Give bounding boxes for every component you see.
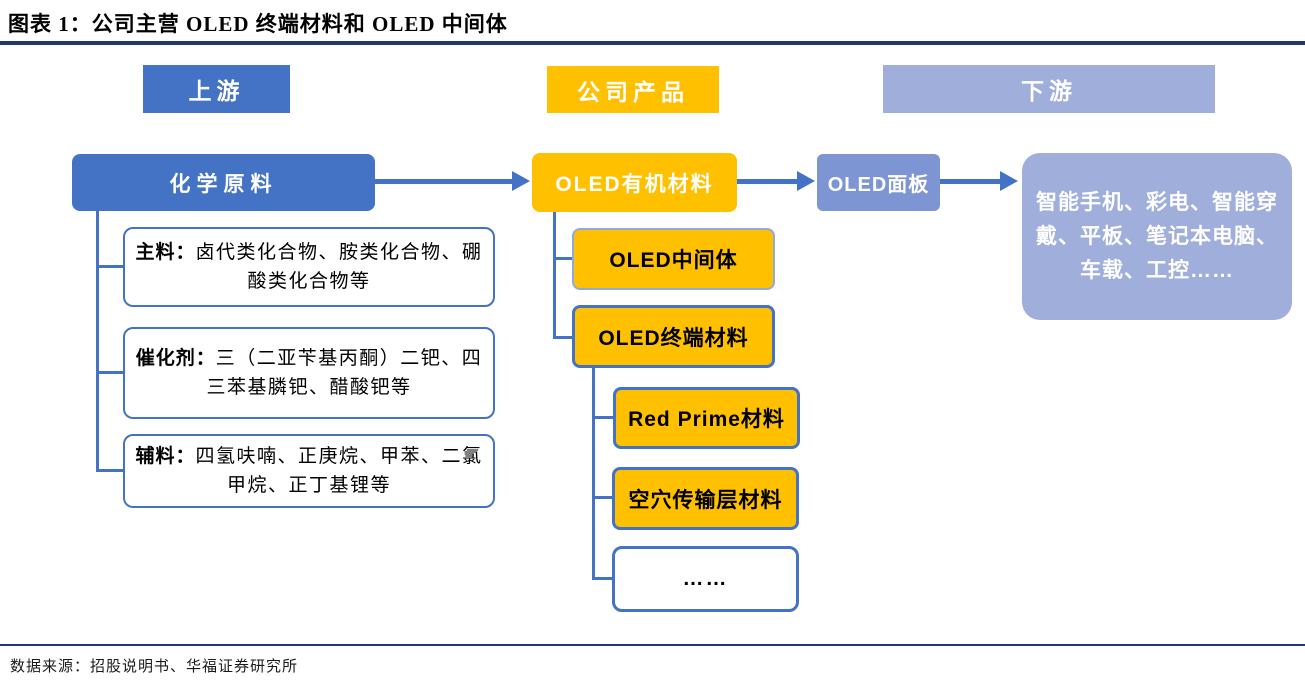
node-more-ellipsis: ……: [612, 546, 799, 612]
data-source-note: 数据来源：招股说明书、华福证券研究所: [10, 659, 299, 675]
arrow3-stem: [940, 179, 1002, 184]
material-catalyst-text: 催化剂：三（二亚苄基丙酮）二钯、四三苯基膦钯、醋酸钯等: [135, 348, 483, 398]
node-oled-terminal-materials: OLED终端材料: [572, 305, 775, 368]
material-main-label: 主料：: [135, 242, 196, 263]
material-box-auxiliary: 辅料：四氢呋喃、正庚烷、甲苯、二氯甲烷、正丁基锂等: [123, 434, 495, 508]
material-box-main: 主料：卤代类化合物、胺类化合物、硼酸类化合物等: [123, 227, 495, 307]
connector-left-vertical: [96, 211, 99, 472]
connector-left-stub1: [96, 265, 123, 268]
material-auxiliary-label: 辅料：: [135, 446, 196, 467]
figure-title: 图表 1：公司主营 OLED 终端材料和 OLED 中间体: [8, 12, 508, 36]
header-upstream: 上游: [143, 65, 290, 113]
arrow1-stem: [375, 179, 514, 184]
downstream-applications-text: 智能手机、彩电、智能穿戴、平板、笔记本电脑、车载、工控……: [1036, 190, 1278, 282]
connector-mid2-vertical: [592, 368, 595, 580]
footer-rule: [0, 644, 1305, 646]
arrow2-head-icon: [797, 171, 815, 191]
title-underline: [0, 41, 1305, 45]
header-company-products: 公司产品: [547, 66, 719, 113]
connector-mid2-stub1: [592, 416, 613, 419]
arrow1-head-icon: [512, 171, 530, 191]
connector-mid2-stub2: [592, 496, 613, 499]
connector-mid1-stub1: [553, 257, 572, 260]
material-catalyst-label: 催化剂：: [135, 348, 216, 369]
node-red-prime-material: Red Prime材料: [613, 387, 800, 449]
material-box-catalyst: 催化剂：三（二亚苄基丙酮）二钯、四三苯基膦钯、醋酸钯等: [123, 327, 495, 419]
connector-left-stub3: [96, 469, 123, 472]
node-chemical-raw-materials: 化学原料: [72, 154, 375, 211]
header-downstream: 下游: [883, 65, 1215, 113]
node-oled-organic-materials: OLED有机材料: [532, 153, 737, 212]
arrow2-stem: [737, 179, 799, 184]
material-main-text: 主料：卤代类化合物、胺类化合物、硼酸类化合物等: [135, 242, 483, 292]
connector-mid1-stub2: [553, 336, 572, 339]
connector-mid1-vertical: [553, 212, 556, 339]
connector-mid2-stub3: [592, 577, 613, 580]
node-oled-intermediate: OLED中间体: [572, 228, 775, 290]
connector-left-stub2: [96, 371, 123, 374]
node-hole-transport-material: 空穴传输层材料: [612, 467, 799, 530]
node-oled-panel: OLED面板: [817, 154, 940, 211]
arrow3-head-icon: [1000, 171, 1018, 191]
material-auxiliary-text: 辅料：四氢呋喃、正庚烷、甲苯、二氯甲烷、正丁基锂等: [135, 446, 483, 496]
node-downstream-applications: 智能手机、彩电、智能穿戴、平板、笔记本电脑、车载、工控……: [1022, 153, 1292, 320]
